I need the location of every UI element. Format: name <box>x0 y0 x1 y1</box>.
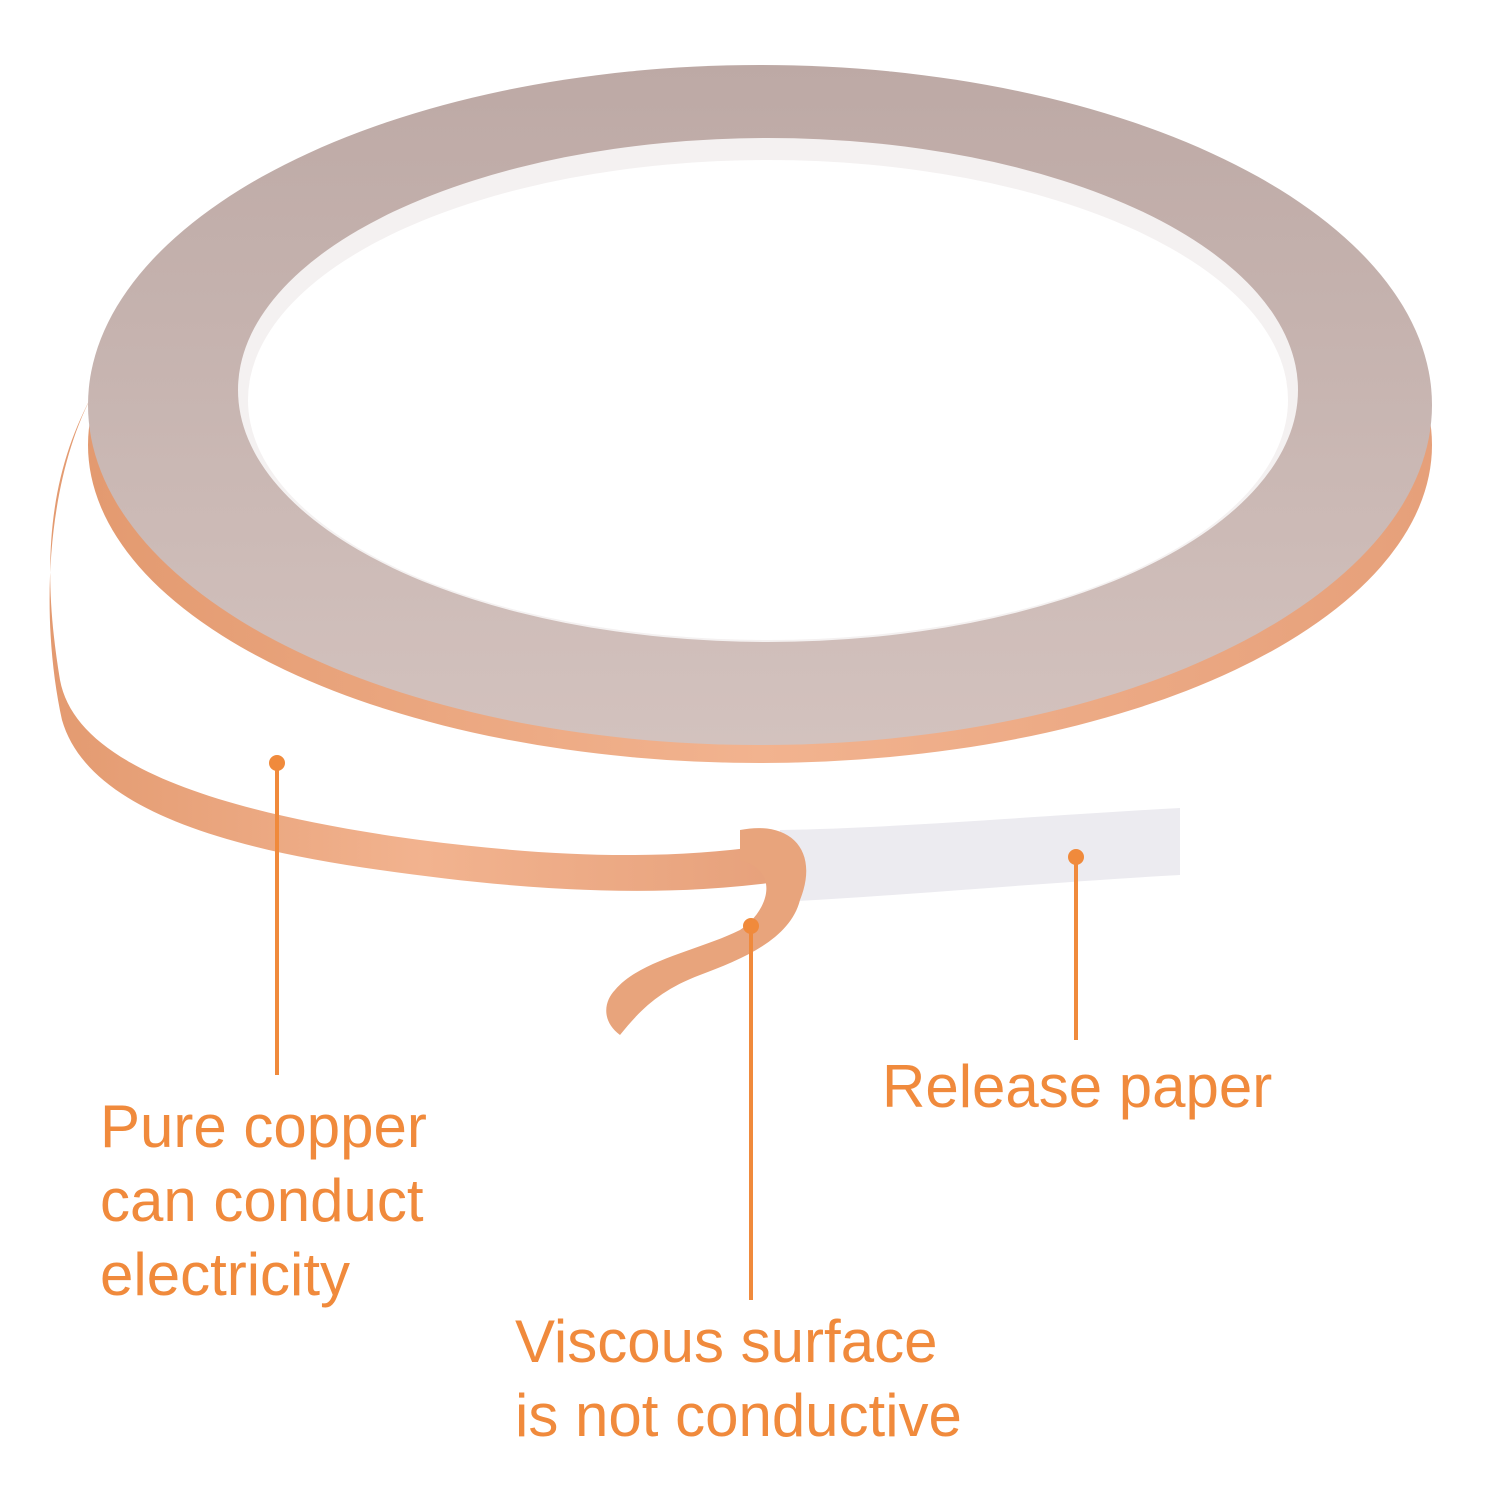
callout-pure-copper: Pure copper can conduct electricity <box>100 1090 427 1312</box>
callout-release-paper: Release paper <box>882 1050 1272 1124</box>
release-paper <box>780 808 1180 902</box>
callout-copper-marker <box>269 755 285 1075</box>
callout-line: Pure copper <box>100 1093 427 1160</box>
callout-line: Release paper <box>882 1053 1273 1120</box>
callout-line: can conduct <box>100 1167 424 1234</box>
callout-line: is not conductive <box>515 1382 962 1449</box>
roll-core-inner <box>248 160 1288 640</box>
copper-curl <box>606 828 807 1035</box>
callout-line: electricity <box>100 1241 351 1308</box>
callout-release-marker <box>1068 849 1084 1040</box>
callout-viscous-marker <box>743 918 759 1300</box>
callout-viscous-surface: Viscous surface is not conductive <box>515 1305 962 1453</box>
callout-line: Viscous surface <box>515 1308 938 1375</box>
